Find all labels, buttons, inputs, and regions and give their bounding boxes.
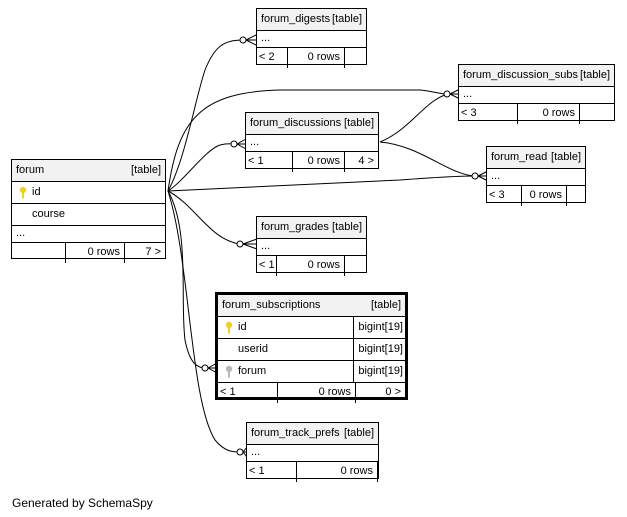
table-kind: [table] (580, 69, 610, 81)
table-forum[interactable]: forum [table] id course ... 0 rows 7 > (11, 159, 166, 263)
parents-count: < 3 (487, 186, 522, 206)
foreign-key-icon (225, 365, 233, 378)
column-type: bigint[19] (353, 361, 405, 382)
table-header: forum_track_prefs [table] (247, 423, 378, 445)
table-name: forum_read (491, 151, 548, 163)
table-header: forum_read [table] (487, 147, 585, 169)
row-count: 0 rows (522, 186, 567, 206)
table-footer: < 1 0 rows 4 > (246, 152, 378, 172)
ellipsis-row: ... (257, 31, 366, 48)
column-row: userid bigint[19] (218, 339, 405, 361)
row-count: 0 rows (66, 243, 125, 263)
generated-by-footer: Generated by SchemaSpy (12, 496, 153, 510)
parents-count (12, 243, 66, 263)
column-name: userid (238, 343, 268, 355)
edge-discussions-read (379, 141, 477, 177)
table-forum-track-prefs[interactable]: forum_track_prefs [table] ... < 1 0 rows (246, 422, 379, 482)
column-name: id (32, 186, 41, 198)
primary-key-icon (19, 186, 27, 199)
row-count: 0 rows (518, 104, 580, 124)
table-kind: [table] (344, 117, 374, 129)
ellipsis-row: ... (246, 135, 378, 152)
table-header: forum_discussion_subs [table] (459, 65, 614, 87)
table-name: forum_track_prefs (251, 427, 340, 439)
column-row: course (12, 204, 165, 226)
table-kind: [table] (344, 427, 374, 439)
table-forum-digests[interactable]: forum_digests [table] ... < 2 0 rows (256, 8, 367, 68)
edge-forum-discussion-subs (167, 89, 447, 192)
column-name: course (32, 208, 66, 220)
table-name: forum_subscriptions (222, 299, 321, 311)
table-footer: < 1 0 rows 0 > (218, 383, 405, 403)
parents-count: < 1 (246, 152, 293, 172)
table-footer: < 3 0 rows (459, 104, 614, 124)
ellipsis-row: ... (257, 239, 366, 256)
parents-count: < 3 (459, 104, 518, 124)
parents-count: < 1 (247, 462, 297, 482)
children-count (345, 256, 366, 276)
table-header: forum_digests [table] (257, 9, 366, 31)
table-footer: < 3 0 rows (487, 186, 585, 206)
column-row: id (12, 182, 165, 204)
ellipsis-row: ... (247, 445, 378, 462)
children-count (567, 186, 585, 206)
children-count (580, 104, 614, 124)
column-row: id bigint[19] (218, 317, 405, 339)
table-forum-discussion-subs[interactable]: forum_discussion_subs [table] ... < 3 0 … (458, 64, 615, 124)
row-count: 0 rows (293, 152, 345, 172)
column-name: forum (238, 365, 267, 377)
row-count: 0 rows (278, 383, 356, 403)
ellipsis-row: ... (487, 169, 585, 186)
table-footer: < 2 0 rows (257, 48, 366, 68)
children-count (345, 48, 366, 68)
children-count: 7 > (145, 246, 161, 258)
edge-forum-track-prefs (167, 190, 241, 453)
row-count: 0 rows (297, 462, 378, 482)
row-count: 0 rows (277, 256, 345, 276)
edge-discussions-discussion-subs (379, 93, 449, 143)
table-name: forum_grades (261, 221, 329, 233)
table-kind: [table] (131, 164, 161, 176)
column-type: bigint[19] (353, 339, 405, 360)
ellipsis-row: ... (459, 87, 614, 104)
table-name: forum (16, 164, 45, 176)
table-footer: < 1 0 rows (257, 256, 366, 276)
table-header: forum [table] (12, 160, 165, 182)
primary-key-icon (225, 321, 233, 334)
column-type: bigint[19] (353, 317, 405, 338)
table-forum-subscriptions[interactable]: forum_subscriptions [table] id bigint[19… (215, 292, 408, 403)
table-kind: [table] (371, 299, 401, 311)
edge-forum-read (167, 175, 476, 192)
table-header: forum_subscriptions [table] (218, 295, 405, 317)
table-forum-discussions[interactable]: forum_discussions [table] ... < 1 0 rows… (245, 112, 379, 172)
row-count: 0 rows (288, 48, 345, 68)
table-forum-read[interactable]: forum_read [table] ... < 3 0 rows (486, 146, 586, 206)
table-kind: [table] (332, 13, 362, 25)
table-footer: 0 rows 7 > (12, 243, 165, 263)
ellipsis-row: ... (12, 226, 165, 243)
children-count: 4 > (358, 155, 374, 167)
table-header: forum_grades [table] (257, 217, 366, 239)
parents-count: < 2 (257, 48, 288, 68)
column-row: forum bigint[19] (218, 361, 405, 383)
children-count (378, 462, 382, 482)
table-kind: [table] (551, 151, 581, 163)
table-footer: < 1 0 rows (247, 462, 378, 482)
parents-count: < 1 (257, 256, 277, 276)
edge-forum-subscriptions (167, 190, 207, 369)
table-name: forum_discussions (250, 117, 342, 129)
table-name: forum_digests (261, 13, 331, 25)
edge-forum-grades (167, 190, 241, 245)
edge-forum-digests (167, 39, 244, 192)
table-header: forum_discussions [table] (246, 113, 378, 135)
table-name: forum_discussion_subs (463, 69, 578, 81)
table-forum-grades[interactable]: forum_grades [table] ... < 1 0 rows (256, 216, 367, 276)
parents-count: < 1 (218, 383, 278, 403)
children-count: 0 > (385, 386, 401, 398)
table-kind: [table] (332, 221, 362, 233)
column-name: id (238, 321, 247, 333)
